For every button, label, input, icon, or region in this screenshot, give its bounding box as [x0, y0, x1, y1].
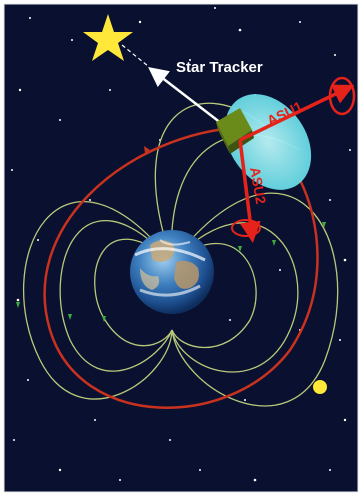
star-icon [83, 14, 133, 61]
star-line-of-sight [121, 44, 149, 67]
field-line [59, 220, 173, 372]
asu2-rotation-icon [231, 219, 261, 237]
sun-icon [313, 380, 327, 394]
orbit-direction-arrow [144, 146, 150, 153]
asu2-label: ASU2 [247, 166, 269, 206]
field-line [22, 201, 173, 400]
field-line [171, 242, 257, 348]
frame-border [3, 3, 359, 493]
field-line [171, 192, 339, 407]
field-direction-arrows [16, 222, 326, 322]
earth-icon [130, 230, 214, 314]
field-line [171, 222, 299, 373]
asu1-rotation-icon [328, 76, 356, 116]
star-tracker-arrow [148, 66, 231, 131]
field-line [94, 238, 173, 347]
satellite-orbit [43, 126, 319, 409]
star-tracker-label: Star Tracker [176, 59, 263, 76]
